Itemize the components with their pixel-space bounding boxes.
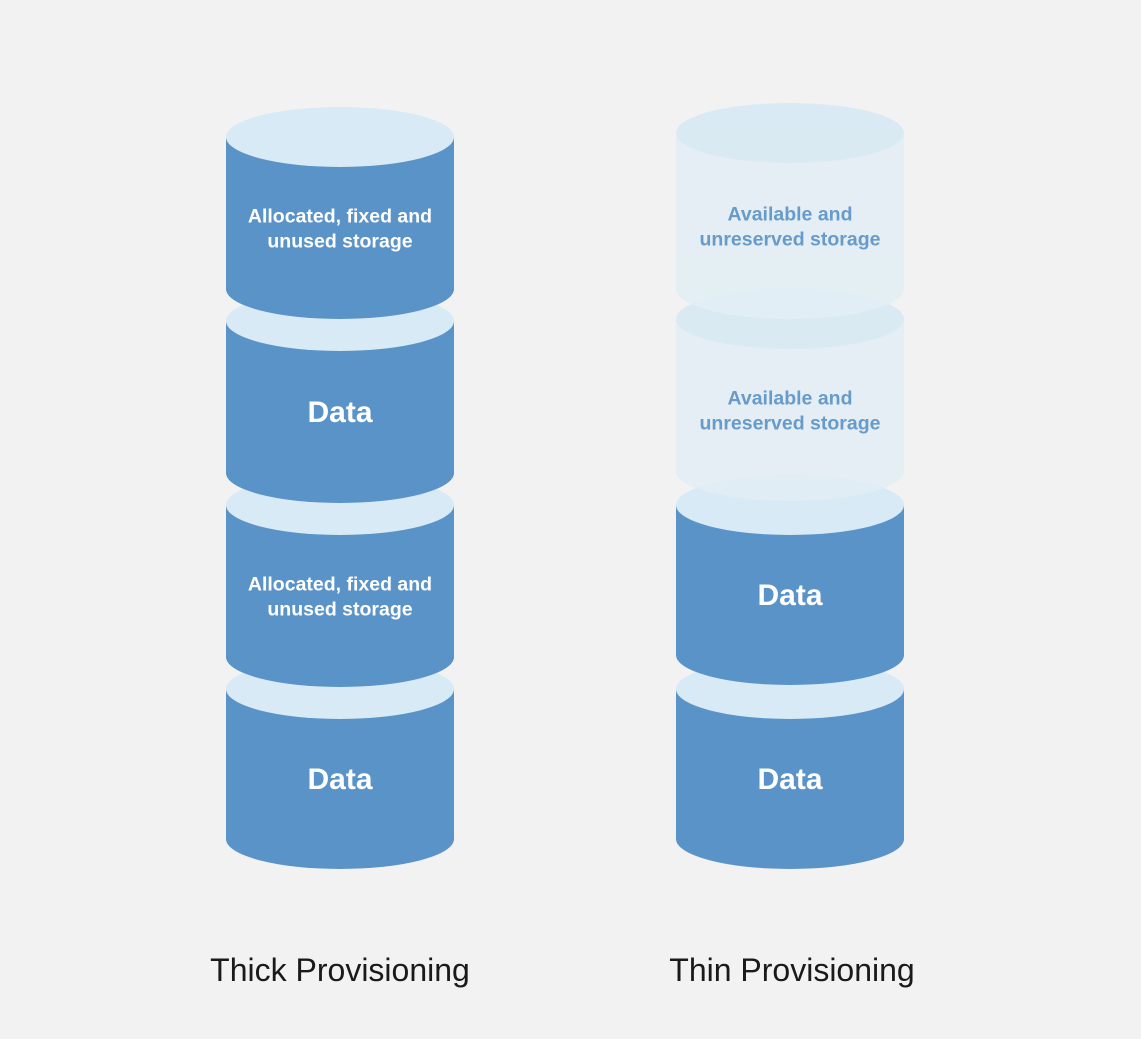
cylinder-body xyxy=(676,133,904,319)
thick-provisioning-title: Thick Provisioning xyxy=(210,952,470,988)
cylinder-top xyxy=(676,103,904,163)
cylinder-body xyxy=(676,505,904,685)
cylinder-body xyxy=(226,689,454,869)
cylinder-label: unused storage xyxy=(267,231,412,253)
cylinder-body xyxy=(676,689,904,869)
thin-provisioning-title: Thin Provisioning xyxy=(669,952,915,988)
cylinder-top xyxy=(226,107,454,167)
storage-cylinder-filled: Data xyxy=(676,659,904,869)
cylinder-body xyxy=(226,321,454,503)
cylinder-body xyxy=(226,505,454,687)
storage-cylinder-empty: Available and unreserved storage xyxy=(676,289,904,501)
cylinder-label: unused storage xyxy=(267,599,412,621)
cylinder-label: unreserved storage xyxy=(700,229,881,251)
cylinder-label: Allocated, fixed and xyxy=(248,574,432,596)
cylinder-label: Data xyxy=(757,763,822,796)
cylinder-body xyxy=(676,319,904,501)
cylinder-label: Data xyxy=(757,579,822,612)
cylinder-label: unreserved storage xyxy=(700,413,881,435)
cylinder-body xyxy=(226,137,454,319)
storage-cylinder-filled: Data xyxy=(226,659,454,869)
storage-cylinder-filled: Data xyxy=(676,475,904,685)
cylinder-label: Available and xyxy=(728,388,853,410)
storage-cylinder-empty: Available and unreserved storage xyxy=(676,103,904,319)
storage-cylinder-filled: Allocated, fixed and unused storage xyxy=(226,475,454,687)
storage-cylinder-filled: Allocated, fixed and unused storage xyxy=(226,107,454,319)
cylinder-label: Available and xyxy=(728,204,853,226)
storage-cylinder-filled: Data xyxy=(226,291,454,503)
cylinder-label: Allocated, fixed and xyxy=(248,206,432,228)
cylinder-label: Data xyxy=(307,763,372,796)
cylinder-label: Data xyxy=(307,396,372,429)
